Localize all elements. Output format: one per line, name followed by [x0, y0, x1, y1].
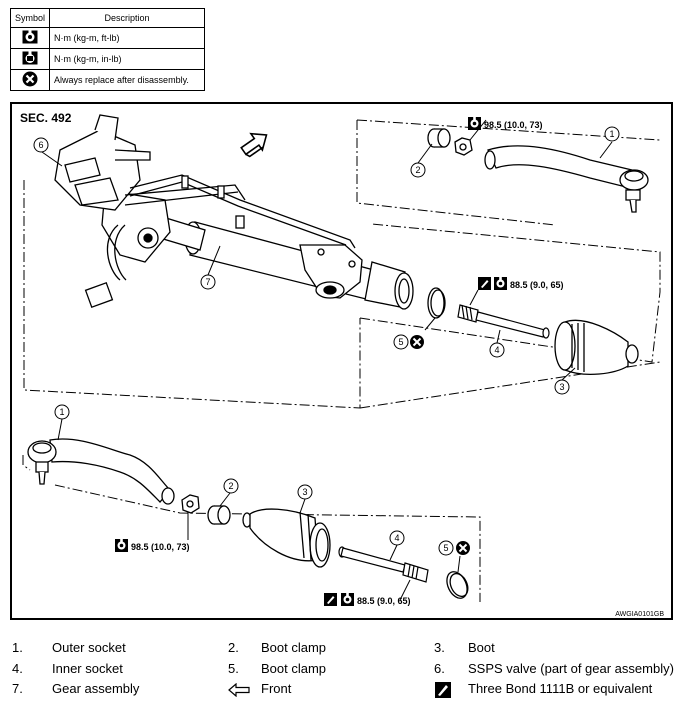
callout-4-bottom-num: 4 — [394, 533, 399, 543]
callout-3-top — [554, 379, 570, 395]
torque-wrench-icon — [468, 117, 481, 130]
dash-outline-top — [356, 120, 556, 226]
symbol-table: Symbol Description N·m (kg-m, ft-lb) N·m… — [9, 8, 205, 91]
front-arrow-icon — [240, 132, 268, 158]
boot-top — [554, 319, 639, 375]
gear-assembly — [54, 114, 414, 310]
callout-2-top-num: 2 — [415, 165, 420, 175]
boot-clamp-top — [427, 128, 473, 156]
symbol-row: Always replace after disassembly. — [9, 69, 205, 91]
legend-label: Boot — [468, 640, 495, 655]
callout-7-num: 7 — [205, 277, 210, 287]
legend-label: Boot clamp — [261, 640, 327, 655]
inner-socket-top — [457, 304, 550, 339]
inner-socket-bottom — [338, 546, 429, 583]
callout-2-bottom-num: 2 — [228, 481, 233, 491]
legend-num: 2. — [228, 640, 239, 655]
legend-num: 5. — [228, 661, 239, 676]
callout-3-bottom-num: 3 — [302, 487, 307, 497]
replace-x-icon — [409, 334, 425, 350]
torque-wrench-icon — [341, 593, 354, 606]
replace-x-icon — [22, 71, 38, 87]
legend-label: Outer socket — [52, 640, 126, 655]
torque-wrench-small-icon — [22, 51, 38, 65]
callout-4-top-num: 4 — [494, 345, 499, 355]
torque-bottom-inner: 88.5 (9.0, 65) — [357, 596, 411, 606]
callout-6-num: 6 — [38, 140, 43, 150]
figure-code: AWGIA0101GB — [615, 611, 664, 618]
symbol-row: N·m (kg-m, ft-lb) — [9, 27, 205, 49]
sealant-icon — [434, 681, 452, 702]
legend-label: Front — [261, 681, 292, 696]
section-label: SEC. 492 — [20, 111, 72, 125]
callout-5-top — [393, 334, 409, 350]
sealant-icon — [478, 277, 491, 290]
callout-1-top-num: 1 — [609, 129, 614, 139]
callout-2-bottom — [223, 478, 239, 494]
boot-clamp-bottom — [181, 494, 231, 525]
boot-clamp-5-bottom — [446, 571, 469, 599]
callout-4-bottom — [389, 530, 405, 546]
diagram-frame — [10, 102, 673, 620]
callout-1-bottom — [54, 404, 70, 420]
torque-top-inner: 88.5 (9.0, 65) — [510, 280, 564, 290]
torque-wrench-icon — [22, 30, 38, 44]
replace-x-icon — [455, 540, 471, 556]
callout-5-top-num: 5 — [398, 337, 403, 347]
legend-num: 1. — [12, 640, 23, 655]
outer-socket-top — [484, 145, 649, 213]
callout-4-top — [489, 342, 505, 358]
legend-num: 7. — [12, 681, 23, 696]
legend-num: 3. — [434, 640, 445, 655]
legend-num: 4. — [12, 661, 23, 676]
callout-numbers: 1 2 6 7 4 3 5 1 2 3 4 5 — [38, 129, 614, 553]
torque-wrench-icon — [494, 277, 507, 290]
callout-5-bottom — [438, 540, 454, 556]
torque-top-nut: 98.5 (10.0, 73) — [484, 120, 543, 130]
boot-clamp-5-top — [427, 287, 446, 319]
callout-3-top-num: 3 — [559, 382, 564, 392]
callout-3-bottom — [297, 484, 313, 500]
torque-wrench-icon — [115, 539, 128, 552]
legend-label: Three Bond 1111B or equivalent — [468, 681, 653, 696]
front-arrow-icon — [228, 682, 250, 700]
callout-1-top — [604, 126, 620, 142]
callout-5-bottom-num: 5 — [443, 543, 448, 553]
sealant-icon — [324, 593, 337, 606]
outer-socket-bottom — [27, 438, 175, 505]
legend-label: SSPS valve (part of gear assembly) — [468, 661, 674, 676]
legend-num: 6. — [434, 661, 445, 676]
callout-7 — [200, 274, 216, 290]
callout-2-top — [410, 162, 426, 178]
legend-label: Gear assembly — [52, 681, 140, 696]
legend-label: Inner socket — [52, 661, 123, 676]
callout-1-bottom-num: 1 — [59, 407, 64, 417]
symbol-desc: Always replace after disassembly. — [49, 69, 205, 91]
torque-bottom-nut: 98.5 (10.0, 73) — [131, 542, 190, 552]
callout-6 — [33, 137, 49, 153]
legend-label: Boot clamp — [261, 661, 327, 676]
boot-bottom — [242, 508, 331, 568]
